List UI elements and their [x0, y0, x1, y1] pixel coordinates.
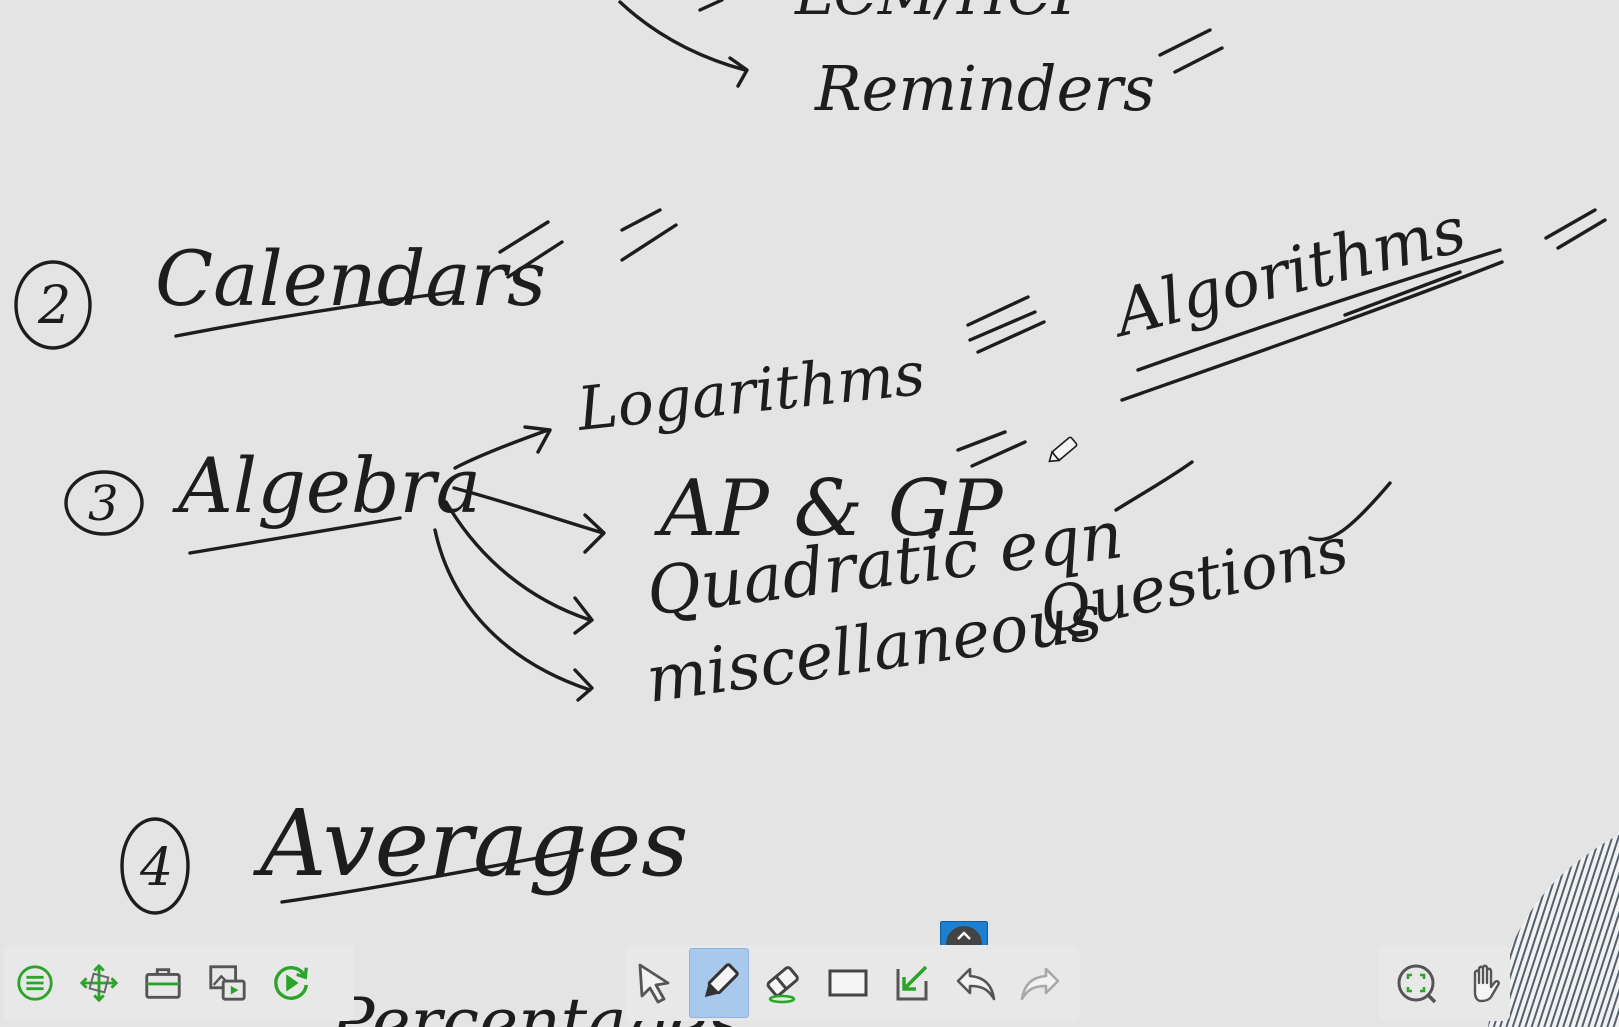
reminders-text: Reminders	[814, 52, 1155, 125]
toolbox-icon	[145, 968, 181, 999]
fullscreen-icon	[1397, 964, 1436, 1004]
hand-tool-button[interactable]	[1459, 949, 1510, 1017]
menu-button[interactable]	[14, 949, 56, 1017]
circle-num-3	[64, 470, 144, 536]
chevron-up-icon	[946, 926, 982, 946]
calendars-underline	[174, 290, 455, 338]
pen-cursor-icon	[1048, 436, 1078, 463]
num-4-text: 4	[139, 838, 173, 898]
playback-icon	[274, 966, 308, 1000]
toolbar-collapse-button[interactable]	[940, 921, 988, 947]
media-insert-icon	[209, 965, 246, 1001]
toolbar-drawing-tools	[625, 945, 1080, 1021]
calendars-text: Calendars	[155, 234, 546, 323]
reminders-check-marks	[1158, 28, 1224, 74]
undo-button[interactable]	[947, 949, 1005, 1017]
quadratic-check-mark	[1114, 460, 1194, 512]
num-3-text: 3	[88, 476, 119, 532]
arrow-to-logarithms	[453, 425, 552, 470]
arrow-to-quadratic	[444, 500, 594, 635]
ap-gp-text: AP & GP	[654, 464, 1004, 554]
averages-text: Averages	[252, 790, 689, 897]
arrow-to-miscellaneous	[433, 528, 594, 702]
menu-icon	[17, 965, 53, 1001]
algorithms-check-marks	[1544, 208, 1607, 250]
toolbar-left	[4, 945, 354, 1021]
toolbar-right	[1378, 945, 1510, 1021]
playback-button[interactable]	[270, 949, 312, 1017]
toolbox-button[interactable]	[142, 949, 184, 1017]
insert-tool-button[interactable]	[883, 949, 941, 1017]
calendars-check-marks	[498, 208, 678, 279]
eraser-tool-button[interactable]	[755, 949, 813, 1017]
questions-check-mark	[1308, 481, 1392, 542]
fullscreen-button[interactable]	[1390, 949, 1441, 1017]
move-canvas-button[interactable]	[78, 949, 120, 1017]
ap-gp-check-marks	[956, 430, 1027, 468]
eraser-icon	[766, 966, 799, 1004]
num-2-text: 2	[37, 276, 71, 336]
averages-underline	[280, 848, 584, 904]
algorithms-underline	[1120, 248, 1504, 402]
logarithms-text: Logarithms	[573, 339, 928, 445]
circle-num-4	[120, 817, 190, 915]
pen-tool-button[interactable]	[689, 948, 749, 1018]
shape-tool-button[interactable]	[819, 949, 877, 1017]
select-tool-button[interactable]	[625, 949, 683, 1017]
arrow-tick-top	[698, 0, 724, 12]
logarithms-check-marks	[966, 295, 1046, 354]
redo-button[interactable]	[1011, 949, 1069, 1017]
rectangle-shape-icon	[828, 969, 868, 997]
insert-icon	[896, 965, 928, 1001]
redo-icon	[1020, 967, 1060, 1001]
hand-icon	[1473, 964, 1500, 1003]
pen-icon	[704, 963, 739, 998]
algorithms-text: Algorithms	[1103, 193, 1473, 353]
arrow-to-reminders	[618, 0, 749, 88]
undo-icon	[956, 967, 996, 1001]
arrow-to-ap-gp	[452, 486, 606, 554]
select-arrow-icon	[638, 963, 670, 1004]
algebra-text: Algebra	[172, 441, 481, 530]
algebra-underline	[188, 516, 402, 555]
circle-num-2	[14, 260, 92, 350]
presenter-video	[1478, 820, 1619, 1027]
media-insert-button[interactable]	[206, 949, 248, 1017]
move-canvas-icon	[79, 963, 119, 1003]
lcm-hcf-text: LCM/HCF	[794, 0, 1094, 28]
